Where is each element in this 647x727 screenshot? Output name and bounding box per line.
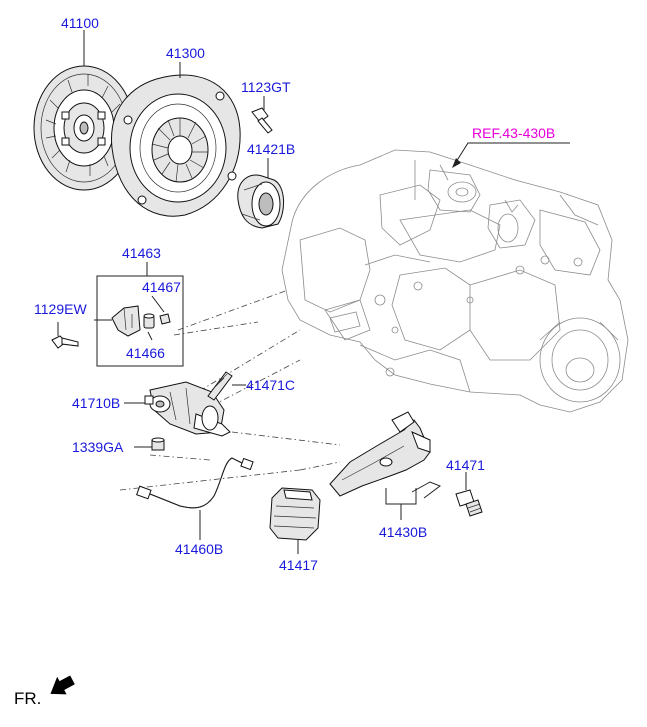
label-41300: 41300	[166, 45, 205, 61]
slave-cylinder	[124, 381, 231, 437]
label-1123gt: 1123GT	[241, 79, 291, 95]
label-41430b: 41430B	[379, 524, 427, 540]
clutch-cover	[111, 74, 241, 217]
clutch-hose	[136, 457, 254, 540]
front-direction-label: FR.	[14, 689, 41, 708]
label-41460b: 41460B	[175, 541, 223, 557]
clutch-disc	[33, 65, 135, 191]
label-ref-43-430b: REF.43-430B	[472, 125, 555, 141]
label-41471c: 41471C	[246, 377, 295, 393]
ref-arrowhead	[452, 158, 461, 168]
bolt-1123gt	[251, 107, 273, 134]
bolt-1129ew	[51, 322, 79, 349]
label-41466: 41466	[126, 345, 165, 361]
dust-boot	[269, 487, 321, 554]
bracket-assembly-box	[94, 262, 184, 367]
fr-arrow-icon	[50, 675, 75, 695]
label-1129ew: 1129EW	[34, 301, 87, 317]
stud-41471c	[207, 371, 246, 401]
pivot-bolt	[455, 472, 483, 517]
release-bearing	[237, 174, 284, 229]
transmission-housing	[281, 149, 629, 413]
label-41417: 41417	[279, 557, 318, 573]
label-1339ga: 1339GA	[72, 439, 124, 455]
label-41463: 41463	[122, 245, 161, 261]
ref-leader	[455, 142, 570, 163]
release-fork	[329, 411, 442, 520]
label-41471: 41471	[446, 457, 485, 473]
label-41421b: 41421B	[247, 141, 295, 157]
label-41710b: 41710B	[72, 395, 120, 411]
label-41467: 41467	[142, 279, 181, 295]
label-41100: 41100	[61, 15, 99, 31]
bleeder-1339ga	[134, 437, 165, 451]
